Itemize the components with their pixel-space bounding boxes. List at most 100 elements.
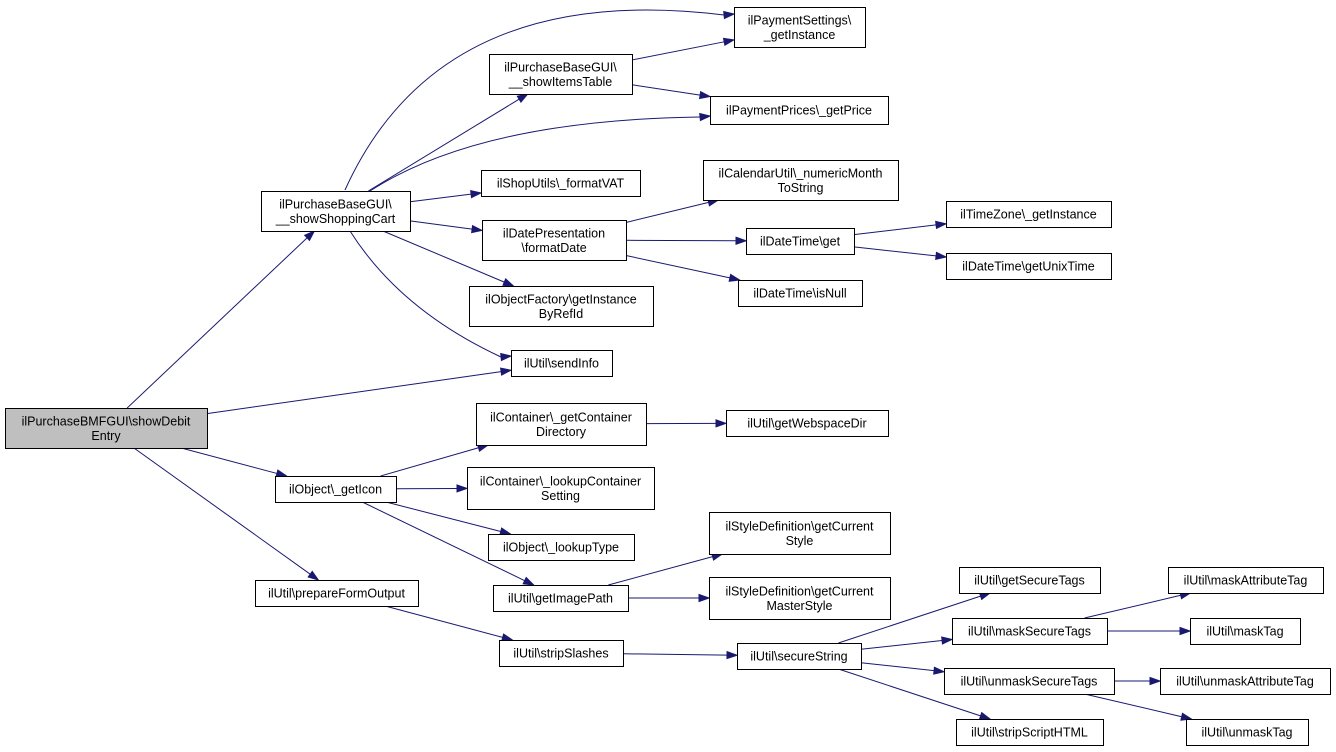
node-maskSecureTags[interactable]: ilUtil\maskSecureTags <box>952 618 1108 645</box>
node-box <box>956 719 1104 746</box>
edge-dtGet-tzInstance <box>853 224 937 236</box>
node-label: ilUtil\getWebspaceDir <box>747 417 866 431</box>
arrowhead <box>698 90 712 100</box>
arrowhead <box>935 220 948 230</box>
node-label: ByRefId <box>539 307 584 321</box>
node-label: ilPurchaseBMFGUI\showDebit <box>22 414 191 428</box>
node-label: ilPurchaseBaseGUI\ <box>279 197 392 211</box>
node-label: ilCalendarUtil\_numericMonth <box>719 166 883 180</box>
arrowhead <box>501 633 514 642</box>
edges-layer <box>126 9 1193 721</box>
arrowhead <box>1179 626 1192 636</box>
node-label: ilDatePresentation <box>503 226 605 240</box>
node-unixTime[interactable]: ilDateTime\getUnixTime <box>946 253 1112 280</box>
node-dtGet[interactable]: ilDateTime\get <box>746 228 855 255</box>
node-box <box>261 191 411 232</box>
arrowhead <box>728 273 742 282</box>
node-box <box>482 220 627 261</box>
edge-showShoppingCart-formatVAT <box>409 193 472 203</box>
node-paymentSettings[interactable]: ilPaymentSettings\_getInstance <box>734 7 866 48</box>
node-isNull[interactable]: ilDateTime\isNull <box>738 280 863 307</box>
node-maskAttr[interactable]: ilUtil\maskAttributeTag <box>1168 567 1324 594</box>
node-imagePath[interactable]: ilUtil\getImagePath <box>493 585 629 612</box>
edge-showShoppingCart-objFactory <box>382 230 505 283</box>
node-label: __showItemsTable <box>508 75 613 89</box>
arrowhead <box>699 112 712 122</box>
node-prepareForm[interactable]: ilUtil\prepareFormOutput <box>255 580 419 607</box>
node-showItemsTable[interactable]: ilPurchaseBaseGUI\__showItemsTable <box>489 54 633 95</box>
edge-prepareForm-stripSlashes <box>385 605 503 638</box>
node-label: ToString <box>778 181 824 195</box>
node-label: ilShopUtils\_formatVAT <box>497 177 625 191</box>
node-sendInfo[interactable]: ilUtil\sendInfo <box>511 350 613 377</box>
node-label: ilUtil\sendInfo <box>524 357 599 371</box>
arrowhead <box>935 251 948 261</box>
node-box <box>493 585 629 612</box>
node-maskTag[interactable]: ilUtil\maskTag <box>1190 618 1301 645</box>
node-webspaceDir[interactable]: ilUtil\getWebspaceDir <box>726 410 889 437</box>
edge-root-showShoppingCart <box>126 237 308 409</box>
edge-getIcon-imagePath <box>362 501 525 582</box>
node-getPrice[interactable]: ilPaymentPrices\_getPrice <box>710 96 889 125</box>
node-unmaskTag[interactable]: ilUtil\unmaskTag <box>1186 719 1309 746</box>
node-box <box>709 577 891 620</box>
node-label: \formatDate <box>521 241 586 255</box>
node-box <box>1168 567 1324 594</box>
node-box <box>746 228 855 255</box>
node-label: ilObjectFactory\getInstance <box>485 292 637 306</box>
edge-imagePath-currentStyle <box>608 556 713 586</box>
edge-showShoppingCart-paymentSettings <box>344 9 725 191</box>
node-formatDate[interactable]: ilDatePresentation\formatDate <box>482 220 627 261</box>
node-stripScript[interactable]: ilUtil\stripScriptHTML <box>956 719 1104 746</box>
node-box <box>726 410 889 437</box>
node-secureString[interactable]: ilUtil\secureString <box>737 643 862 670</box>
edge-showShoppingCart-formatDate <box>409 220 473 230</box>
node-getIcon[interactable]: ilObject\_getIcon <box>275 476 397 503</box>
node-label: ilUtil\prepareFormOutput <box>268 587 405 601</box>
edge-formatDate-isNull <box>625 255 730 279</box>
node-showShoppingCart[interactable]: ilPurchaseBaseGUI\__showShoppingCart <box>261 191 411 232</box>
arrowhead <box>735 236 748 245</box>
arrowhead <box>1149 676 1162 686</box>
node-label: ilObject\_getIcon <box>289 483 382 497</box>
node-box <box>734 7 866 48</box>
node-label: ilUtil\secureString <box>750 650 847 664</box>
node-lookupType[interactable]: ilObject\_lookupType <box>488 534 635 561</box>
node-box <box>511 350 613 377</box>
node-label: _getInstance <box>763 28 836 42</box>
node-unmaskAttr[interactable]: ilUtil\unmaskAttributeTag <box>1160 668 1331 695</box>
node-label: ilUtil\stripSlashes <box>513 647 608 661</box>
edge-secureString-maskSecureTags <box>860 639 943 650</box>
node-box <box>499 640 624 667</box>
node-label: ilDateTime\getUnixTime <box>962 260 1094 274</box>
node-stripSlashes[interactable]: ilUtil\stripSlashes <box>499 640 624 667</box>
node-label: ilPurchaseBaseGUI\ <box>504 60 617 74</box>
arrowhead <box>499 527 512 536</box>
nodes-layer: ilPurchaseBMFGUI\showDebitEntryilPurchas… <box>5 7 1331 746</box>
edge-root-sendInfo <box>206 371 502 415</box>
node-label: Setting <box>541 489 580 503</box>
edge-getIcon-containerDir <box>380 447 479 477</box>
node-tzInstance[interactable]: ilTimeZone\_getInstance <box>946 201 1112 228</box>
node-label: ilContainer\_lookupContainer <box>480 474 641 488</box>
arrowhead <box>307 570 320 581</box>
node-formatVAT[interactable]: ilShopUtils\_formatVAT <box>481 170 641 197</box>
edge-secureString-getSecureTags <box>838 595 981 644</box>
node-unmaskSecureTags[interactable]: ilUtil\unmaskSecureTags <box>944 668 1115 695</box>
edge-showShoppingCart-getPrice <box>369 116 701 192</box>
arrowhead <box>723 10 736 20</box>
node-getSecureTags[interactable]: ilUtil\getSecureTags <box>959 567 1101 594</box>
node-box <box>959 567 1101 594</box>
arrowhead <box>522 576 536 586</box>
node-label: ilObject\_lookupType <box>503 541 619 555</box>
arrowhead <box>470 190 483 199</box>
node-box <box>255 580 419 607</box>
arrowhead <box>471 224 484 234</box>
